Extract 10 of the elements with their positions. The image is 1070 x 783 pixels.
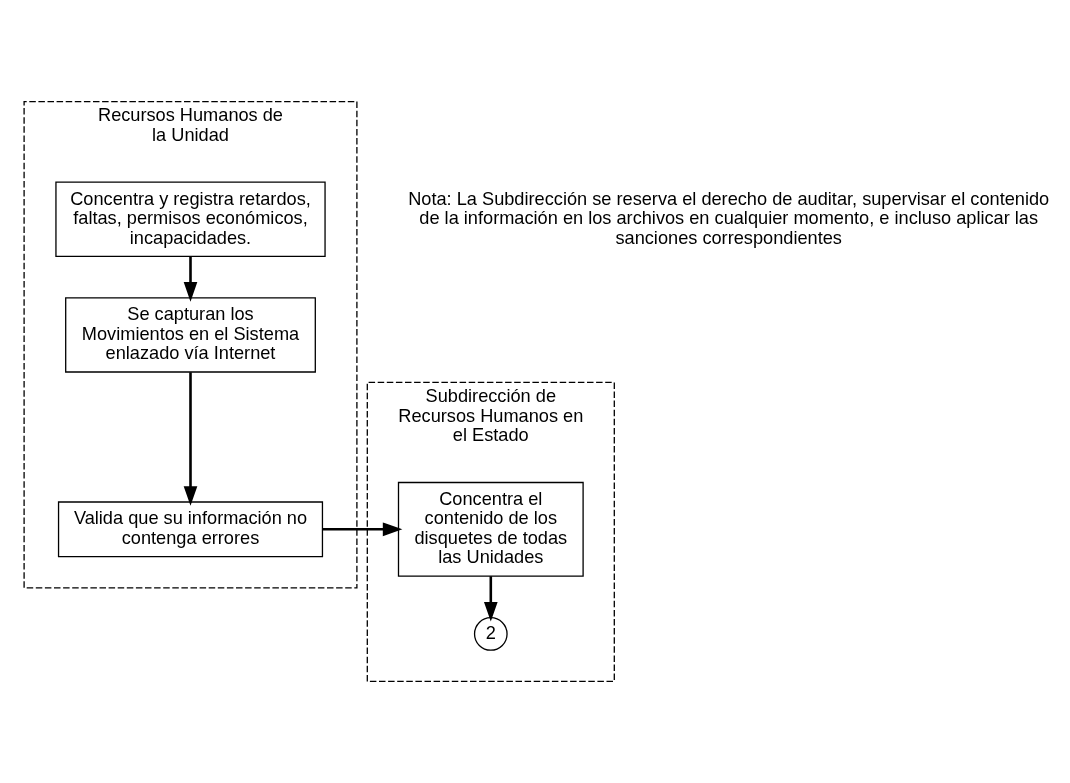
node-box: Concentra el contenido de los disquetes de todas las Unidades [397,481,584,577]
label: Nota: La Subdirección se reserva el derecho de auditar, supervisar el contenido de la información en los archivos en cualquier momento, e incluso aplicar las sanciones correspondientes [408,188,1050,248]
arrow [183,256,198,302]
node-box: Valida que su información no contenga errores [57,501,324,558]
arrow [183,372,198,506]
arrow [483,576,498,622]
node-box: Concentra y registra retardos, faltas, permisos económicos, incapacidades. [55,181,326,257]
node-circle: 2 [473,617,508,651]
node-box: Se capturan los Movimientos en el Sistema enlazado vía Internet [65,297,316,373]
arrow [322,522,403,537]
